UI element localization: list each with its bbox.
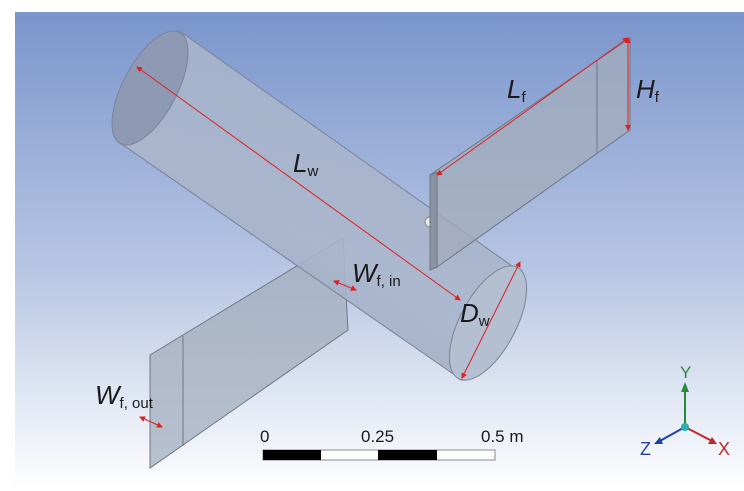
label-wf-in: Wf, in <box>352 258 401 290</box>
label-hf: Hf <box>636 74 660 106</box>
dimension-lf <box>436 37 629 176</box>
dimension-lw <box>136 66 461 301</box>
label-lw: Lw <box>293 148 318 180</box>
scale-tick-mid: 0.25 <box>361 427 394 446</box>
x-axis-label: X <box>718 439 730 459</box>
dimension-wf-out <box>139 416 163 428</box>
label-lf: Lf <box>507 74 526 106</box>
z-axis-label: Z <box>640 439 651 459</box>
scale-tick-0: 0 <box>260 427 269 446</box>
label-wf-out: Wf, out <box>95 380 154 412</box>
label-dw: Dw <box>460 298 490 330</box>
dimension-wf-in <box>333 280 357 291</box>
axis-triad: Y Z X <box>640 363 730 459</box>
dimension-dw <box>461 261 521 379</box>
triad-origin <box>681 423 689 431</box>
scale-tick-end: 0.5 m <box>481 427 524 446</box>
dimension-lines <box>136 37 631 428</box>
y-axis-label: Y <box>680 363 691 382</box>
z-axis-arrow <box>657 426 686 443</box>
scale-bar: 0 0.25 0.5 m <box>260 427 524 461</box>
x-axis-arrow <box>684 426 713 442</box>
